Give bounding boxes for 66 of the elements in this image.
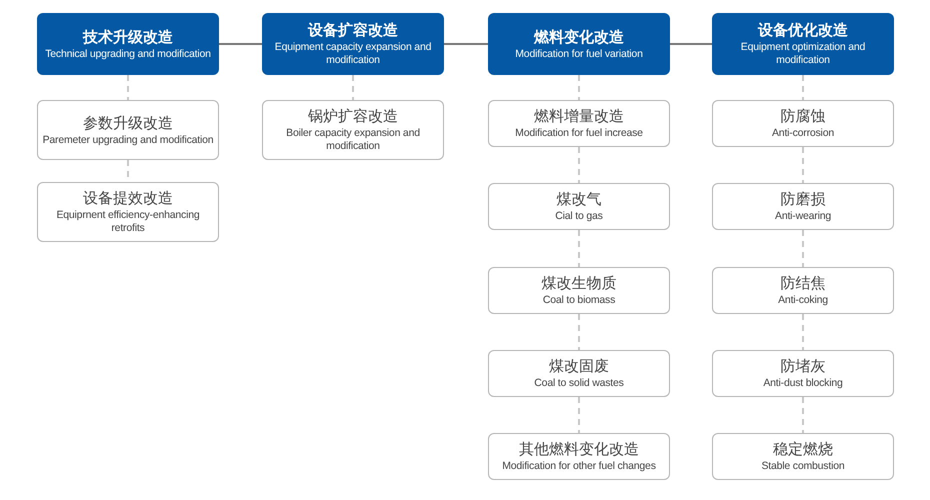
chinese-title: 设备提效改造 <box>83 189 173 209</box>
item-box <box>488 183 670 230</box>
item-box <box>262 100 444 160</box>
dashed-connector <box>578 314 580 350</box>
item-box <box>712 350 894 397</box>
chinese-title: 稳定燃烧 <box>773 440 833 460</box>
dashed-connector <box>802 75 804 100</box>
chinese-title: 防磨损 <box>780 190 826 210</box>
chinese-title: 设备扩容改造 <box>308 21 398 41</box>
category-box <box>712 13 894 75</box>
english-subtitle: Paremeter upgrading and modification <box>42 134 214 146</box>
english-subtitle: Equipment capacity expansion and modification <box>274 41 432 67</box>
english-subtitle: Anti-dust blocking <box>763 377 843 390</box>
chinese-title: 其他燃料变化改造 <box>519 440 639 460</box>
chinese-title: 煤改生物质 <box>542 274 616 294</box>
chinese-title: 防腐蚀 <box>780 107 826 127</box>
english-subtitle: Stable combustion <box>762 460 844 473</box>
category-box <box>488 13 670 75</box>
english-subtitle: Coal to biomass <box>542 294 616 307</box>
dashed-connector <box>127 75 129 100</box>
english-subtitle: Anti-coking <box>778 294 828 307</box>
category-box <box>262 13 444 75</box>
item-box <box>712 100 894 147</box>
english-subtitle: Boiler capacity expansion and modification <box>285 127 421 153</box>
chinese-title: 参数升级改造 <box>83 114 173 134</box>
english-subtitle: Equiprnent efficiency-enhancing retrofits <box>55 209 201 235</box>
item-box <box>712 267 894 314</box>
dashed-connector <box>578 230 580 267</box>
item-box <box>488 350 670 397</box>
chinese-title: 防结焦 <box>780 274 826 294</box>
item-box <box>488 433 670 480</box>
english-subtitle: Anti-corrosion <box>772 127 834 140</box>
dashed-connector <box>352 75 354 100</box>
connector-line <box>444 43 488 45</box>
english-subtitle: Coal to solid wastes <box>534 377 624 390</box>
item-box <box>37 182 219 242</box>
dashed-connector <box>578 397 580 433</box>
dashed-connector <box>578 75 580 100</box>
english-subtitle: Modification for fuel variation <box>515 48 643 60</box>
english-subtitle: Technical upgrading and modification <box>45 48 211 60</box>
item-box <box>488 100 670 147</box>
english-subtitle: Equipment optimization and modification <box>740 41 866 67</box>
chinese-title: 锅炉扩容改造 <box>308 107 398 127</box>
item-box <box>712 183 894 230</box>
chinese-title: 煤改固废 <box>549 357 609 377</box>
chinese-title: 燃料增量改造 <box>534 107 624 127</box>
dashed-connector <box>578 147 580 183</box>
dashed-connector <box>802 147 804 183</box>
chinese-title: 防堵灰 <box>780 357 826 377</box>
english-subtitle: Anti-wearing <box>775 210 831 223</box>
connector-line <box>670 43 712 45</box>
connector-line <box>219 43 262 45</box>
item-box <box>37 100 219 160</box>
category-box <box>37 13 219 75</box>
english-subtitle: Modification for fuel increase <box>515 127 643 140</box>
item-box <box>712 433 894 480</box>
item-box <box>488 267 670 314</box>
chinese-title: 燃料变化改造 <box>534 28 624 48</box>
chinese-title: 煤改气 <box>556 190 602 210</box>
english-subtitle: Modification for other fuel changes <box>502 460 656 473</box>
chinese-title: 技术升级改造 <box>83 28 173 48</box>
dashed-connector <box>802 397 804 433</box>
dashed-connector <box>802 314 804 350</box>
english-subtitle: Cial to gas <box>555 210 603 223</box>
chinese-title: 设备优化改造 <box>758 21 848 41</box>
dashed-connector <box>802 230 804 267</box>
